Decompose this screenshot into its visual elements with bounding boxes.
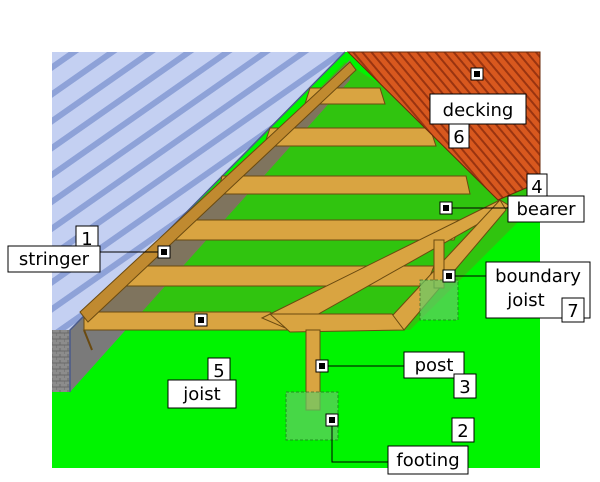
joist-beam (173, 219, 463, 241)
svg-text:post: post (415, 355, 454, 376)
marker-decking (470, 67, 484, 81)
svg-text:footing: footing (396, 450, 459, 471)
marker-boundary-joist (442, 269, 456, 283)
svg-text:2: 2 (457, 421, 468, 442)
svg-text:stringer: stringer (19, 249, 90, 270)
marker-bearer (439, 201, 453, 215)
svg-text:joist: joist (506, 290, 544, 311)
label-footing: 2 footing (387, 417, 475, 475)
svg-text:3: 3 (459, 377, 470, 398)
house-wall-edge (69, 51, 346, 392)
label-bearer: 4 bearer (507, 173, 585, 223)
svg-text:5: 5 (213, 361, 224, 382)
svg-text:bearer: bearer (516, 199, 576, 220)
label-stringer: 1 stringer (7, 225, 101, 273)
svg-text:4: 4 (531, 177, 542, 198)
label-decking: decking 6 (429, 93, 527, 149)
marker-joist (194, 313, 208, 327)
stringer-beam (79, 61, 357, 323)
end-bracket (83, 329, 93, 351)
footing-rear (419, 279, 459, 321)
joist-beam (217, 175, 471, 195)
label-boundary-joist: boundary joist 7 (485, 261, 591, 323)
svg-text:decking: decking (443, 100, 514, 121)
front-edge-beam (268, 313, 405, 333)
marker-post (315, 359, 329, 373)
house-wall-siding (52, 52, 345, 330)
leader-footing (331, 426, 388, 463)
joist-beam (83, 311, 292, 331)
marker-footing (325, 413, 339, 427)
label-post: post 3 (403, 351, 477, 399)
svg-text:7: 7 (567, 301, 578, 322)
svg-text:1: 1 (81, 229, 92, 250)
wall-foundation (52, 330, 70, 392)
svg-text:boundary: boundary (495, 266, 581, 287)
label-joist: 5 joist (167, 357, 237, 409)
svg-text:6: 6 (453, 127, 464, 148)
marker-stringer (157, 245, 171, 259)
svg-text:joist: joist (182, 384, 220, 405)
